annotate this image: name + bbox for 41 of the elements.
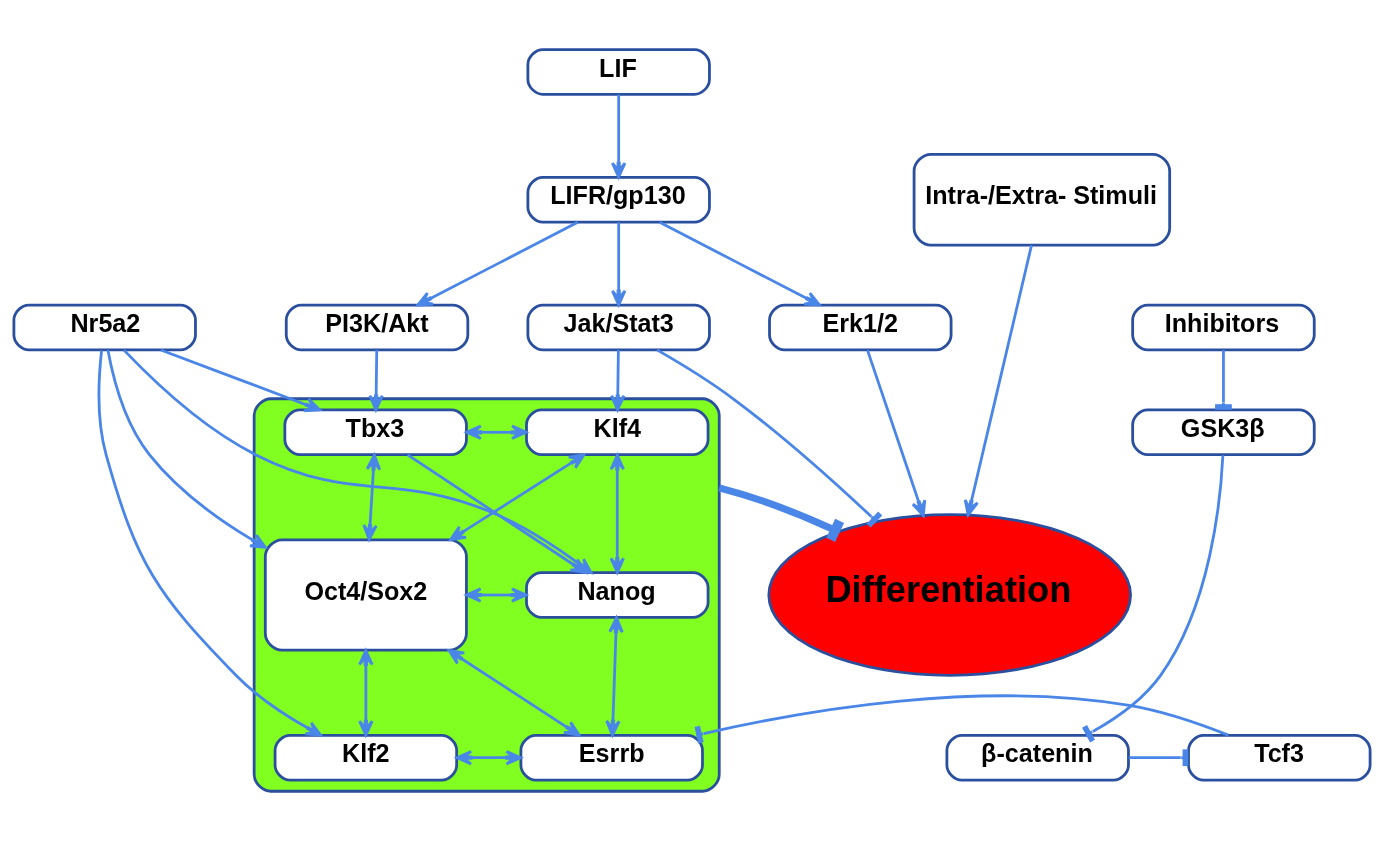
node-box: LIF <box>526 48 711 96</box>
connector <box>718 484 845 542</box>
arrow <box>611 222 627 307</box>
node-box: Oct4/Sox2 <box>263 538 468 652</box>
arrow <box>465 424 528 440</box>
node-box: GSK3β <box>1131 408 1316 457</box>
arrow <box>368 350 384 412</box>
connector <box>1215 350 1232 410</box>
node-box: Tbx3 <box>283 408 468 457</box>
arrow <box>455 750 522 766</box>
node-box: β-catenin <box>945 733 1130 782</box>
connector <box>694 694 1229 744</box>
arrow <box>609 453 625 574</box>
arrow <box>659 221 821 307</box>
arrow <box>447 649 581 737</box>
node-box: Klf4 <box>525 408 710 457</box>
node-box: PI3K/Akt <box>284 303 470 352</box>
arrow <box>106 349 267 549</box>
node-box: Klf2 <box>273 733 459 782</box>
arrow <box>358 649 374 737</box>
arrow <box>610 350 626 412</box>
arrow <box>605 616 624 737</box>
node-box: LIFR/gp130 <box>526 176 711 224</box>
arrow <box>866 349 927 517</box>
node-box: Nanog <box>525 571 710 619</box>
node-box: Jak/Stat3 <box>526 303 711 352</box>
connector <box>1082 455 1225 743</box>
arrow <box>160 348 321 413</box>
node-box: Nr5a2 <box>12 303 197 352</box>
arrow <box>97 350 322 737</box>
node-box: Intra-/Extra- Stimuli <box>912 152 1172 247</box>
node-box: Erk1/2 <box>768 303 953 352</box>
arrow <box>362 453 382 541</box>
arrow <box>963 245 1033 517</box>
node-box: Inhibitors <box>1131 303 1316 352</box>
node-box: Tcf3 <box>1187 733 1372 782</box>
arrow <box>416 221 579 307</box>
arrow <box>465 587 528 603</box>
arrow <box>611 94 627 179</box>
connector <box>656 348 883 528</box>
arrow <box>449 453 586 541</box>
